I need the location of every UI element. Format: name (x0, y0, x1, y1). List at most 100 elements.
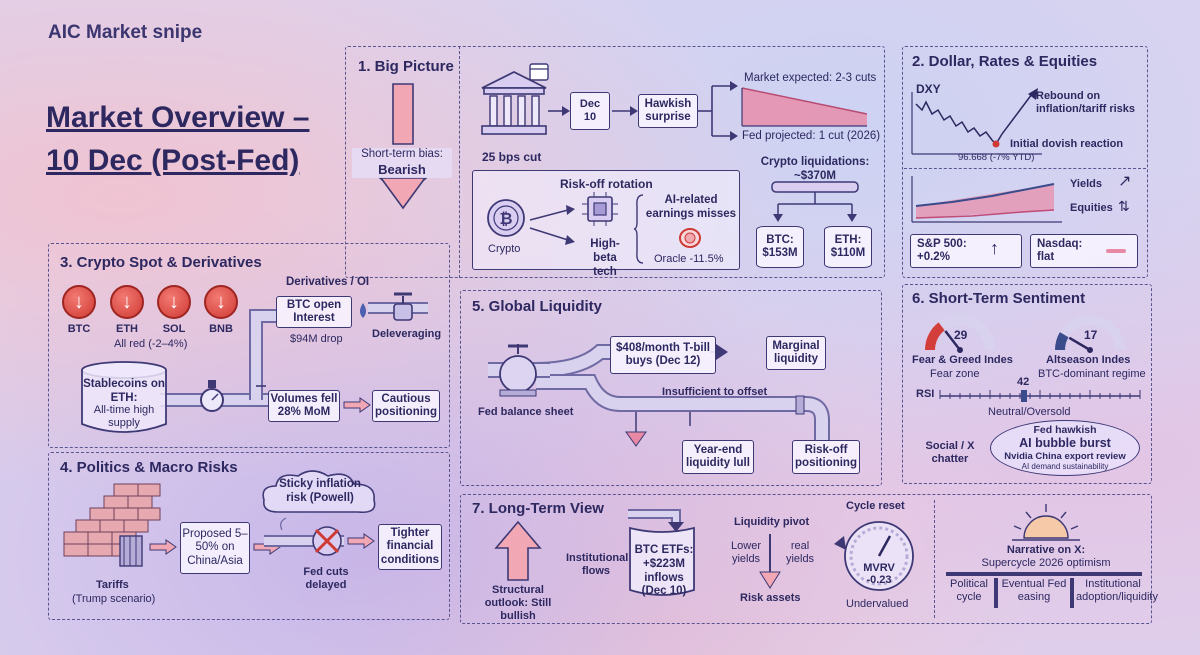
bubble-line-4: AI demand sustainability (1021, 462, 1109, 471)
down-arrow-icon: ↓ (62, 285, 96, 319)
proposed-box: Proposed 5–50% on China/Asia (180, 522, 250, 574)
insufficient-label: Insufficient to offset (662, 386, 768, 398)
bubble-line-3: Nvidia China export review (1004, 451, 1126, 462)
fear-label: Fear & Greed Indes (912, 354, 1013, 366)
risk-assets: Risk assets (740, 592, 801, 604)
arrow-connector (548, 106, 570, 116)
brace (633, 194, 644, 264)
hawkish-box: Hawkish surprise (638, 94, 698, 128)
risk-off-box: Risk-off positioning (792, 440, 860, 474)
bias-label: Short-term bias: (352, 148, 452, 162)
deriv-label: Derivatives / OI (286, 276, 370, 288)
eth-liquidation: ETH: $110M (824, 226, 872, 268)
sunrise-icon (1012, 504, 1080, 541)
altseason-gauge (1055, 315, 1125, 353)
tbill-box: $408/month T-bill buys (Dec 12) (610, 336, 716, 374)
cautious-box: Cautious positioning (372, 390, 440, 422)
institutional-flows: Institutional flows (566, 552, 629, 578)
volumes-box: Volumes fell 28% MoM (268, 390, 340, 422)
coin-label: BTC (67, 323, 91, 335)
wall-icon (63, 483, 161, 567)
real-yields: real yields (785, 540, 815, 566)
panel-title: 1. Big Picture (358, 58, 454, 75)
coin-label: ETH (116, 323, 138, 335)
mvrv-label: MVRV (863, 562, 895, 574)
rebound-label: Rebound on inflation/tariff risks (1036, 90, 1136, 116)
oracle-logo-icon (679, 228, 701, 248)
page-title-line2: 10 Dec (Post-Fed) (46, 144, 300, 177)
dxy-label: DXY (916, 82, 941, 96)
up-arrow-icon: ↑ (990, 238, 999, 258)
sp500-value: S&P 500: +0.2% (917, 237, 967, 263)
etf-tank-icon (628, 509, 695, 596)
chip-icon (582, 192, 618, 226)
calendar-day: 10 (583, 111, 597, 123)
up-arrow-icon (494, 520, 542, 581)
liquidation-funnel (771, 181, 859, 222)
liquidations-title: Crypto liquidations: ~$370M (760, 156, 870, 182)
delever-label: Deleveraging (372, 328, 442, 340)
alt-value: 17 (1084, 328, 1098, 342)
mvrv-gauge (834, 521, 914, 591)
tariffs-label: Tariffs (96, 579, 129, 591)
drop-icon (360, 303, 366, 318)
nasdaq-value: Nasdaq: flat (1037, 237, 1083, 263)
dxy-value: 96.668 (-7% YTD) (958, 152, 1035, 163)
fed-delayed: Fed cuts delayed (303, 566, 349, 592)
rsi-value: 42 (1017, 376, 1030, 388)
down-arrow-icon: ↓ (204, 285, 238, 319)
mvrv-value: -0.23 (866, 574, 892, 586)
valve-icon (393, 292, 413, 321)
cut-label: 25 bps cut (482, 150, 542, 164)
high-beta-label: High-beta tech (590, 238, 620, 278)
market-expected: Market expected: 2-3 cuts (744, 72, 877, 84)
panel-title: 6. Short-Term Sentiment (912, 290, 1086, 307)
panel-dollar-rates (902, 46, 1148, 278)
rotation-title: Risk-off rotation (560, 177, 653, 191)
divider (459, 46, 460, 278)
arrow-connector (612, 106, 638, 116)
narrative-label: Narrative on X: (1006, 544, 1086, 556)
rsi-scale (939, 390, 1141, 402)
all-red-label: All red (-2–4%) (114, 338, 188, 350)
sp500-box: S&P 500: +0.2% (910, 234, 1022, 268)
pillar (994, 578, 998, 608)
expectation-gap-chart (741, 87, 868, 127)
stablecoins-label: Stablecoins on ETH: (83, 378, 165, 404)
tank-icon (81, 361, 167, 433)
tighter-box: Tighter financial conditions (378, 524, 442, 570)
stablecoins-sub: All-time high supply (93, 404, 155, 430)
lower-yields: Lower yields (731, 540, 761, 566)
panel-liquidity (460, 290, 882, 486)
panel-big-picture (345, 46, 885, 278)
divider (904, 168, 1146, 169)
dxy-chart (911, 88, 1042, 155)
fear-greed-gauge (925, 315, 995, 353)
alt-label: Altseason Indes (1046, 354, 1131, 366)
crypto-label: Crypto (488, 243, 521, 255)
mixed-arrow-icon: ⇅ (1118, 198, 1130, 214)
rsi-label: RSI (916, 388, 935, 400)
panel-title: 2. Dollar, Rates & Equities (912, 53, 1098, 70)
fed-balance-sheet: Fed balance sheet (478, 406, 574, 418)
down-arrow-icon (759, 534, 781, 589)
fed-easing: Eventual Fed easing (1001, 578, 1067, 604)
arrow-connector (347, 533, 375, 549)
flat-line-icon (1106, 249, 1126, 253)
chatter-bubble (990, 420, 1140, 476)
bubble-line-2: AI bubble burst (1019, 436, 1111, 450)
bank-icon (481, 63, 549, 135)
etf-inflows: BTC ETFs: +$223M inflows (Dec 10) (634, 544, 694, 598)
fed-tank-icon (488, 344, 550, 397)
fear-value: 29 (954, 328, 968, 342)
cycle-reset: Cycle reset (846, 500, 905, 512)
divider (934, 500, 935, 618)
undervalued-label: Undervalued (846, 598, 909, 610)
arrow-connector (149, 539, 177, 555)
equities-label: Equities (1070, 202, 1113, 214)
up-arrow-icon: ↗ (1118, 173, 1132, 190)
panel-long-term (460, 494, 1152, 624)
structural-outlook: Structural outlook: Still bullish (484, 584, 552, 623)
pillar (1070, 578, 1074, 608)
fed-projected: Fed projected: 1 cut (2026) (742, 130, 881, 142)
